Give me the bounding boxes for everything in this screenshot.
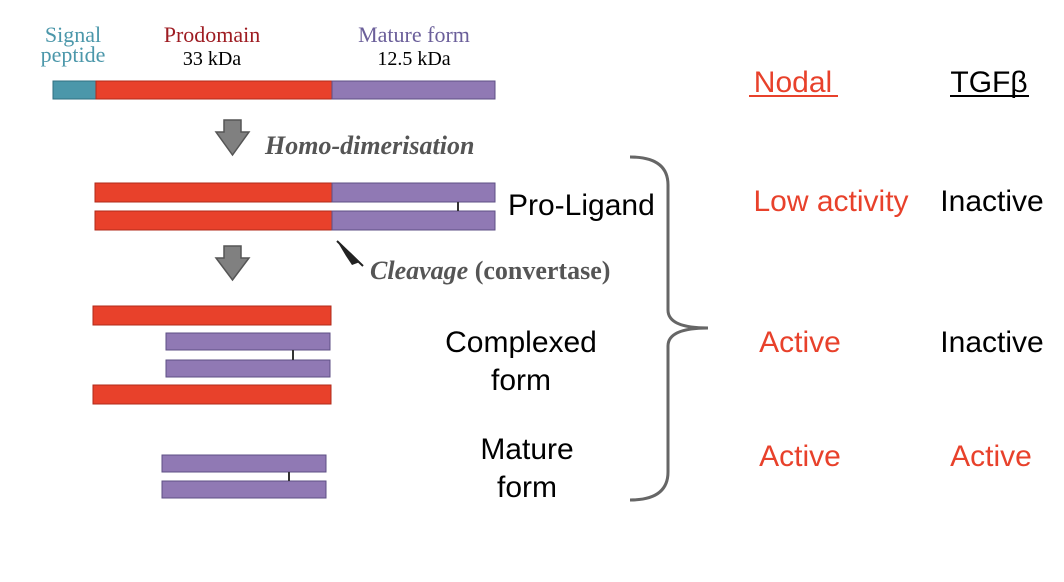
mature-tgfb-activity: Active xyxy=(950,440,1032,473)
nodal-column-header: Nodal xyxy=(754,66,832,99)
mature-form-label-line2: form xyxy=(497,471,557,504)
prodomain-size-label: 33 kDa xyxy=(183,48,241,70)
mature-segment xyxy=(331,80,496,100)
mature-segment xyxy=(161,454,327,473)
mature-form-label-line1: Mature xyxy=(480,433,573,466)
mature-form-diagram xyxy=(161,454,327,499)
pro-ligand-dimer xyxy=(94,182,496,231)
mature-segment xyxy=(331,210,496,231)
mature-segment xyxy=(165,332,331,351)
down-arrow-icon xyxy=(214,245,251,282)
mature-segment xyxy=(161,480,327,499)
prodomain-segment xyxy=(94,182,333,203)
scissors-icon xyxy=(336,240,364,267)
pro-ligand-label: Pro-Ligand xyxy=(508,189,655,222)
prodomain-segment xyxy=(95,80,333,100)
prodomain-label: Prodomain xyxy=(164,22,261,47)
signal-peptide-segment xyxy=(52,80,97,100)
mature-form-label: Mature form xyxy=(358,22,470,47)
complexed-form-diagram xyxy=(92,305,332,405)
prodomain-segment xyxy=(92,384,332,405)
mature-segment xyxy=(165,359,331,378)
proligand-tgfb-activity: Inactive xyxy=(940,185,1043,218)
tgfb-column-header: TGFβ xyxy=(950,66,1027,99)
cleavage-convertase: (convertase) xyxy=(468,256,610,285)
complexed-form-label-line1: Complexed xyxy=(445,326,597,359)
proligand-nodal-activity: Low activity xyxy=(753,185,908,218)
complexed-form-label-line2: form xyxy=(491,364,551,397)
mature-nodal-activity: Active xyxy=(759,440,841,473)
mature-size-label: 12.5 kDa xyxy=(377,48,450,70)
cleavage-label: Cleavage (convertase) xyxy=(370,256,610,285)
mature-segment xyxy=(331,182,496,203)
curly-brace xyxy=(629,155,709,502)
dimerisation-label: Homo-dimerisation xyxy=(264,131,474,160)
prodomain-segment xyxy=(92,305,332,326)
signal-peptide-label-line2: peptide xyxy=(41,42,106,67)
complexed-nodal-activity: Active xyxy=(759,326,841,359)
prodomain-segment xyxy=(94,210,333,231)
signal-peptide-label-line1: Signal xyxy=(45,22,101,47)
complexed-tgfb-activity: Inactive xyxy=(940,326,1043,359)
precursor-bar xyxy=(52,80,496,100)
cleavage-italic: Cleavage xyxy=(370,256,468,285)
down-arrow-icon xyxy=(214,119,251,157)
